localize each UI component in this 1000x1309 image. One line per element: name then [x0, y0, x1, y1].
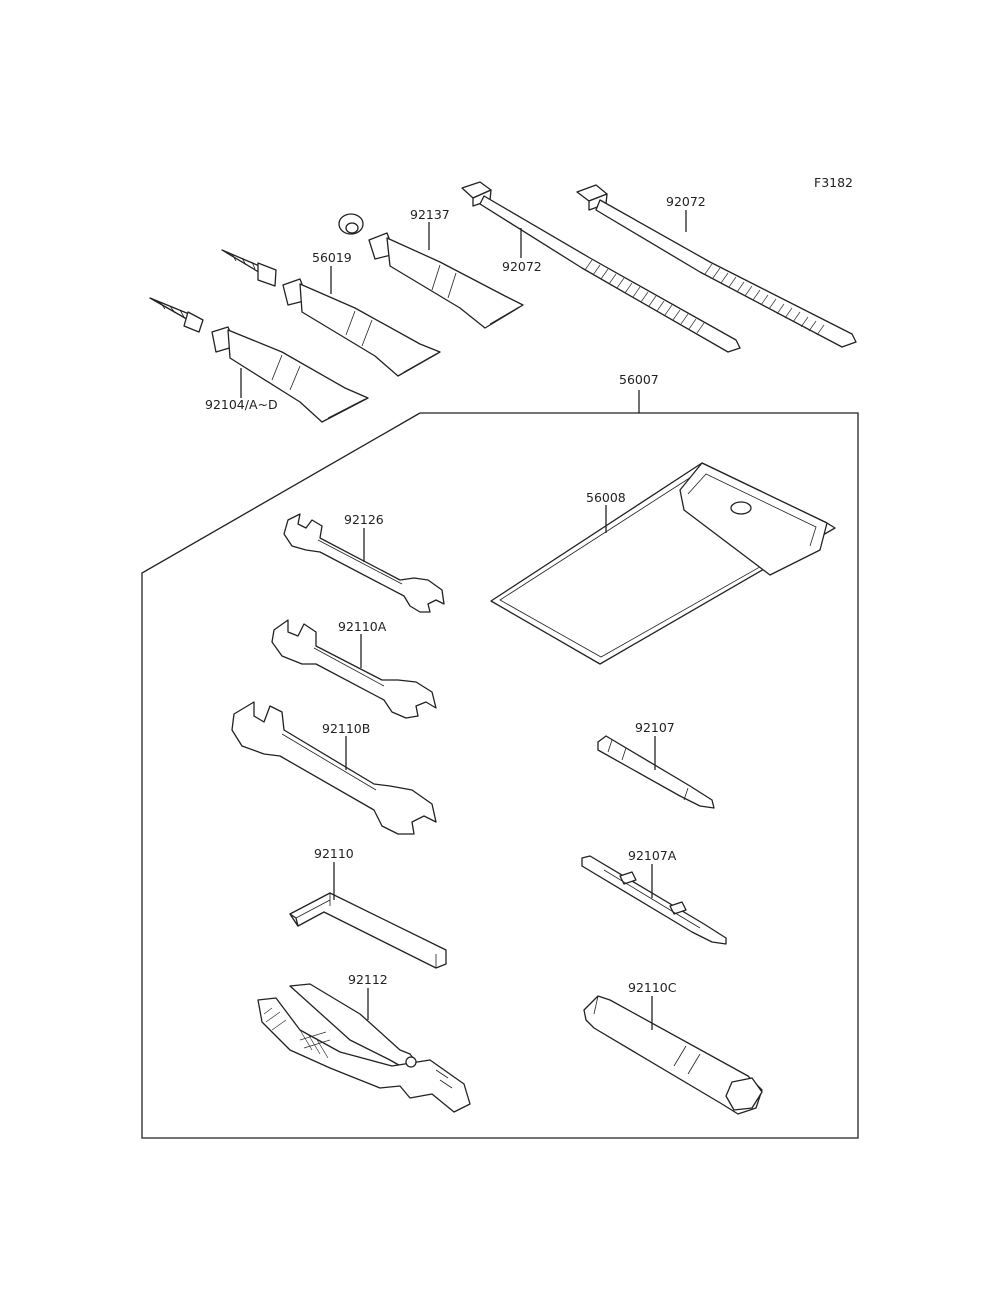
wrench-92110b[interactable] [231, 701, 437, 835]
tube-56019[interactable] [221, 249, 441, 377]
wrench-92126[interactable] [283, 513, 445, 613]
callout-56008[interactable]: 56008 [586, 490, 626, 505]
callout-92110b[interactable]: 92110B [322, 721, 370, 736]
callout-92104[interactable]: 92104/A~D [205, 397, 278, 412]
callout-92126[interactable]: 92126 [344, 512, 384, 527]
hex-key-92110[interactable] [289, 892, 447, 969]
wrench-92110a[interactable] [271, 619, 437, 719]
tool-bag-56008[interactable] [490, 462, 836, 665]
cable-tie-left[interactable] [461, 181, 741, 353]
callout-56019[interactable]: 56019 [312, 250, 352, 265]
callout-92107a[interactable]: 92107A [628, 848, 677, 863]
callout-92110[interactable]: 92110 [314, 846, 354, 861]
pliers-92112[interactable] [257, 983, 471, 1113]
tube-92104[interactable] [149, 297, 369, 423]
figure-code: F3182 [814, 175, 853, 190]
callout-92110a[interactable]: 92110A [338, 619, 387, 634]
callout-92112[interactable]: 92112 [348, 972, 388, 987]
cable-tie-right[interactable] [576, 184, 857, 348]
callout-92110c[interactable]: 92110C [628, 980, 677, 995]
screwdriver-92107a[interactable] [581, 855, 727, 945]
callout-92107[interactable]: 92107 [635, 720, 675, 735]
callout-92137[interactable]: 92137 [410, 207, 450, 222]
callout-56007[interactable]: 56007 [619, 372, 659, 387]
callout-92072-left[interactable]: 92072 [502, 259, 542, 274]
tool-kit-group-outline [141, 412, 859, 1139]
tube-92137[interactable] [338, 213, 524, 329]
plug-wrench-92110c[interactable] [583, 995, 763, 1115]
screwdriver-92107[interactable] [597, 735, 715, 809]
callout-92072-right[interactable]: 92072 [666, 194, 706, 209]
